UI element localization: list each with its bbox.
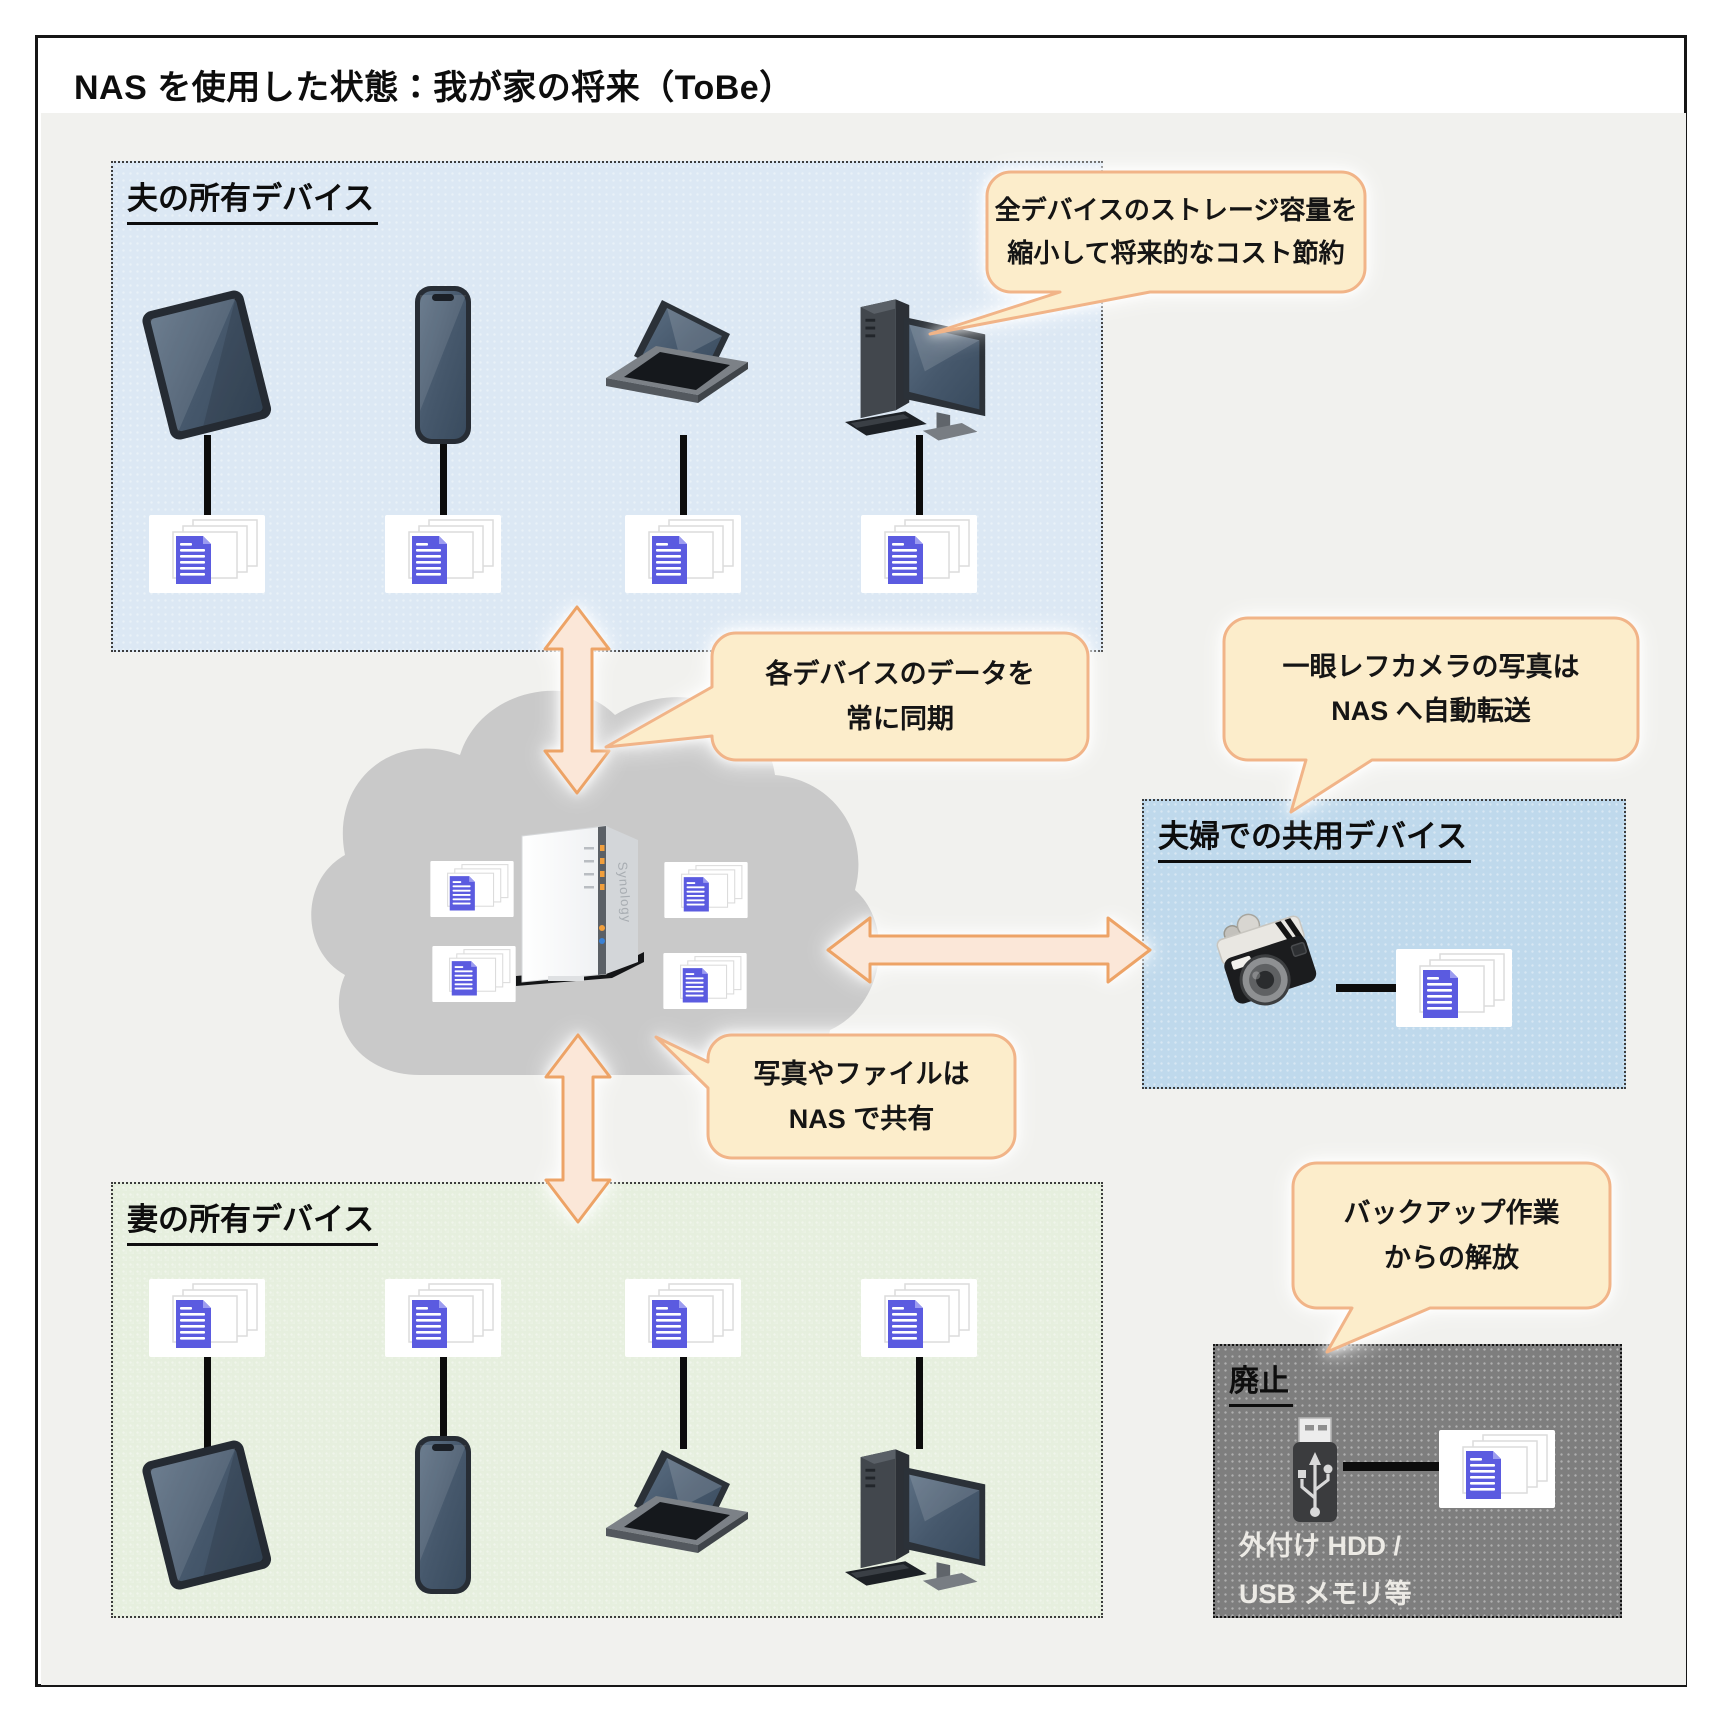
device-column-tablet	[127, 281, 287, 593]
connector-line	[203, 1345, 211, 1449]
retired-caption-line2: USB メモリ等	[1239, 1579, 1412, 1609]
double-arrow-icon	[544, 1033, 612, 1224]
device-column-tablet	[127, 1279, 287, 1601]
nas-device-icon: Synology	[516, 825, 644, 986]
callout-camera-text: 一眼レフカメラの写真は NAS へ自動転送	[1282, 651, 1580, 726]
callout-share-bubble	[654, 1033, 1017, 1160]
device-column-desktop-pc	[839, 281, 999, 593]
double-arrow-icon	[543, 605, 611, 795]
connector-line	[679, 435, 687, 527]
retired-caption-line1: 外付け HDD /	[1239, 1531, 1401, 1561]
callout-sync-text: 各デバイスのデータを 常に同期	[765, 659, 1035, 734]
callout-storage-text: 全デバイスのストレージ容量を 縮小して将来的なコスト節約	[994, 194, 1358, 268]
connector-line	[915, 435, 923, 527]
retired-box-label: 廃止	[1229, 1356, 1293, 1407]
callout-camera-bubble	[1222, 616, 1640, 814]
nas-brand-text: Synology	[615, 861, 634, 923]
connector-line	[1336, 984, 1402, 992]
device-column-laptop	[603, 281, 763, 593]
wife-devices-box: 妻の所有デバイス	[111, 1182, 1103, 1618]
husband-box-label: 夫の所有デバイス	[127, 173, 379, 225]
double-arrow-icon	[826, 916, 1152, 984]
callout-sync-bubble	[604, 631, 1090, 762]
connector-line	[439, 1345, 447, 1449]
callout-backup-text: バックアップ作業 からの解放	[1343, 1198, 1560, 1273]
connector-line	[203, 435, 211, 527]
callout-backup-bubble	[1291, 1161, 1612, 1354]
device-column-laptop	[603, 1279, 763, 1601]
connector-line	[679, 1345, 687, 1449]
page-title: NAS を使用した状態：我が家の将来（ToBe）	[74, 69, 794, 107]
callout-storage-bubble	[928, 170, 1367, 336]
callout-share-text: 写真やファイルは NAS で共有	[753, 1059, 970, 1134]
shared-device-box: 夫婦での共用デバイス	[1142, 799, 1626, 1089]
device-column-desktop-pc	[839, 1279, 999, 1601]
connector-line	[439, 435, 447, 527]
device-column-smartphone	[363, 1279, 523, 1601]
device-column-smartphone	[363, 281, 523, 593]
connector-line	[1343, 1462, 1443, 1471]
shared-box-label: 夫婦での共用デバイス	[1158, 811, 1472, 863]
wife-box-label: 妻の所有デバイス	[127, 1194, 379, 1246]
retired-devices-box: 廃止 外付け HDD / USB メモリ等	[1213, 1344, 1622, 1618]
connector-line	[915, 1345, 923, 1449]
husband-devices-box: 夫の所有デバイス	[111, 161, 1103, 652]
